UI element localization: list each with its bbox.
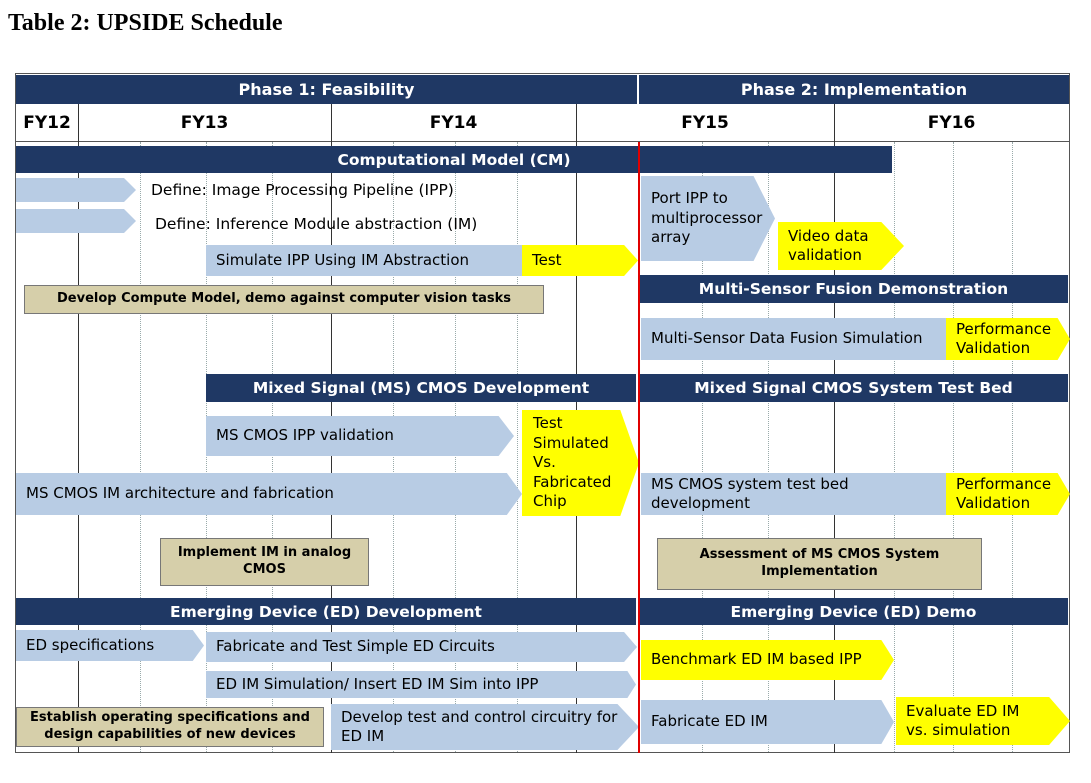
fy16-header: FY16 xyxy=(834,104,1069,142)
fabricate-test-arrow: Fabricate and Test Simple ED Circuits xyxy=(206,632,637,662)
ed-demo-band: Emerging Device (ED) Demo xyxy=(639,598,1068,625)
define-ipp-label: Define: Image Processing Pipeline (IPP) xyxy=(151,181,454,199)
ms-testbed-bar: MS CMOS system test bed development xyxy=(641,473,946,515)
fy13-header: FY13 xyxy=(78,104,331,142)
quarter-gridline xyxy=(140,142,141,752)
ms-ipp-validation-arrow: MS CMOS IPP validation xyxy=(206,416,514,456)
quarter-gridline xyxy=(894,142,895,752)
develop-compute-model-box: Develop Compute Model, demo against comp… xyxy=(24,285,544,314)
quarter-gridline xyxy=(1012,142,1013,752)
ed-band: Emerging Device (ED) Development xyxy=(16,598,636,625)
fy-divider xyxy=(78,104,79,753)
quarter-gridline xyxy=(768,142,769,752)
msf-perf-arrow: Performance Validation xyxy=(946,318,1070,360)
phase-1-header: Phase 1: Feasibility xyxy=(16,75,637,104)
ms-band: Mixed Signal (MS) CMOS Development xyxy=(206,374,636,402)
test-arrow: Test xyxy=(522,245,638,276)
develop-test-circuitry-arrow: Develop test and control circuitry for E… xyxy=(331,704,639,750)
evaluate-arrow: Evaluate ED IM vs. simulation xyxy=(896,697,1070,745)
fy12-header: FY12 xyxy=(16,104,78,142)
fabricate-ed-im-arrow: Fabricate ED IM xyxy=(641,700,894,744)
ms-im-architecture-arrow: MS CMOS IM architecture and fabrication xyxy=(16,473,522,515)
test-simulated-arrow: Test Simulated Vs. Fabricated Chip xyxy=(522,410,639,516)
msf-band: Multi-Sensor Fusion Demonstration xyxy=(639,275,1068,303)
phase-2-header: Phase 2: Implementation xyxy=(639,75,1069,104)
implement-im-box: Implement IM in analog CMOS xyxy=(160,538,369,586)
ms-testbed-band: Mixed Signal CMOS System Test Bed xyxy=(639,374,1068,402)
benchmark-arrow: Benchmark ED IM based IPP xyxy=(641,640,894,680)
fy-divider xyxy=(834,104,835,753)
port-ipp-arrow: Port IPP to multiprocessor array xyxy=(641,176,775,261)
page-title: Table 2: UPSIDE Schedule xyxy=(8,10,283,36)
video-validation-arrow: Video data validation xyxy=(778,222,904,270)
ed-im-sim-arrow: ED IM Simulation/ Insert ED IM Sim into … xyxy=(206,671,636,698)
define-im-arrow xyxy=(16,209,136,233)
quarter-gridline xyxy=(517,142,518,752)
define-ipp-arrow xyxy=(16,178,136,202)
quarter-gridline xyxy=(702,142,703,752)
msf-simulation-bar: Multi-Sensor Data Fusion Simulation xyxy=(641,318,946,360)
simulate-ipp-bar: Simulate IPP Using IM Abstraction xyxy=(206,245,522,276)
schedule-frame xyxy=(15,73,1070,753)
quarter-gridline xyxy=(953,142,954,752)
assessment-box: Assessment of MS CMOS System Implementat… xyxy=(657,538,982,590)
define-im-label: Define: Inference Module abstraction (IM… xyxy=(155,215,478,233)
establish-specs-box: Establish operating specifications and d… xyxy=(16,707,324,747)
ed-specs-arrow: ED specifications xyxy=(16,630,204,661)
fy15-header: FY15 xyxy=(576,104,834,142)
fy14-header: FY14 xyxy=(331,104,576,142)
ms-perf-arrow: Performance Validation xyxy=(946,473,1070,515)
cm-band: Computational Model (CM) xyxy=(16,146,892,173)
phase-divider-line xyxy=(638,142,640,753)
